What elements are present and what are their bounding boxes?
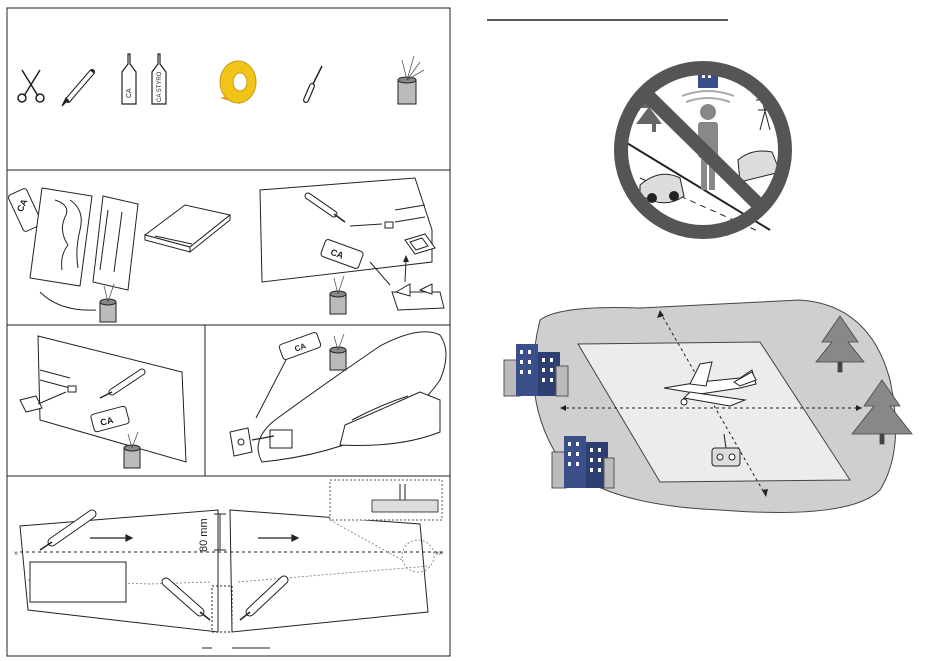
- note-box: [30, 562, 126, 602]
- tape-roll-icon: [220, 61, 256, 104]
- assembly-panel-2: CA: [7, 178, 444, 322]
- horn-bracket-illustration: [392, 284, 444, 310]
- centerline-marker-right: »»: [435, 550, 443, 557]
- pointer-arrow: [256, 360, 286, 418]
- ca-glue-bottle-icon: CA: [122, 54, 136, 104]
- screwdriver-icon: [306, 66, 322, 100]
- tray-illustration: [145, 205, 230, 252]
- wing-panel: » »» 80 mm: [14, 480, 446, 648]
- ca-styro-bottle-label: CA STYRO: [157, 71, 163, 102]
- glue-pot-icon: [330, 334, 346, 370]
- hobby-knife-icon: [62, 72, 92, 106]
- dimension-label: 80 mm: [198, 518, 210, 552]
- assembly-panel-3a: CA: [20, 336, 186, 468]
- glue-pot-icon: [100, 284, 116, 322]
- ca-bottle-icon: CA: [278, 332, 321, 361]
- firewall-plate-illustration: [230, 428, 252, 456]
- glue-pot-icon: [398, 56, 424, 104]
- assembly-panel-3b: CA: [230, 332, 446, 462]
- ca-bottle-label: CA: [126, 88, 133, 98]
- canopy-parts-illustration: [30, 188, 138, 290]
- centerline-marker-left: »: [14, 550, 18, 557]
- scissors-icon: [18, 70, 44, 102]
- fuselage-side-illustration: [38, 336, 186, 462]
- flying-field-diagram: [504, 300, 912, 513]
- no-fly-zone-sign: [621, 64, 785, 232]
- arrow-to-glue: [40, 292, 96, 310]
- ca-styro-bottle-icon: CA STYRO: [152, 54, 166, 104]
- tools-panel: CA CA STYRO: [18, 54, 424, 106]
- glue-pot-icon: [330, 276, 346, 314]
